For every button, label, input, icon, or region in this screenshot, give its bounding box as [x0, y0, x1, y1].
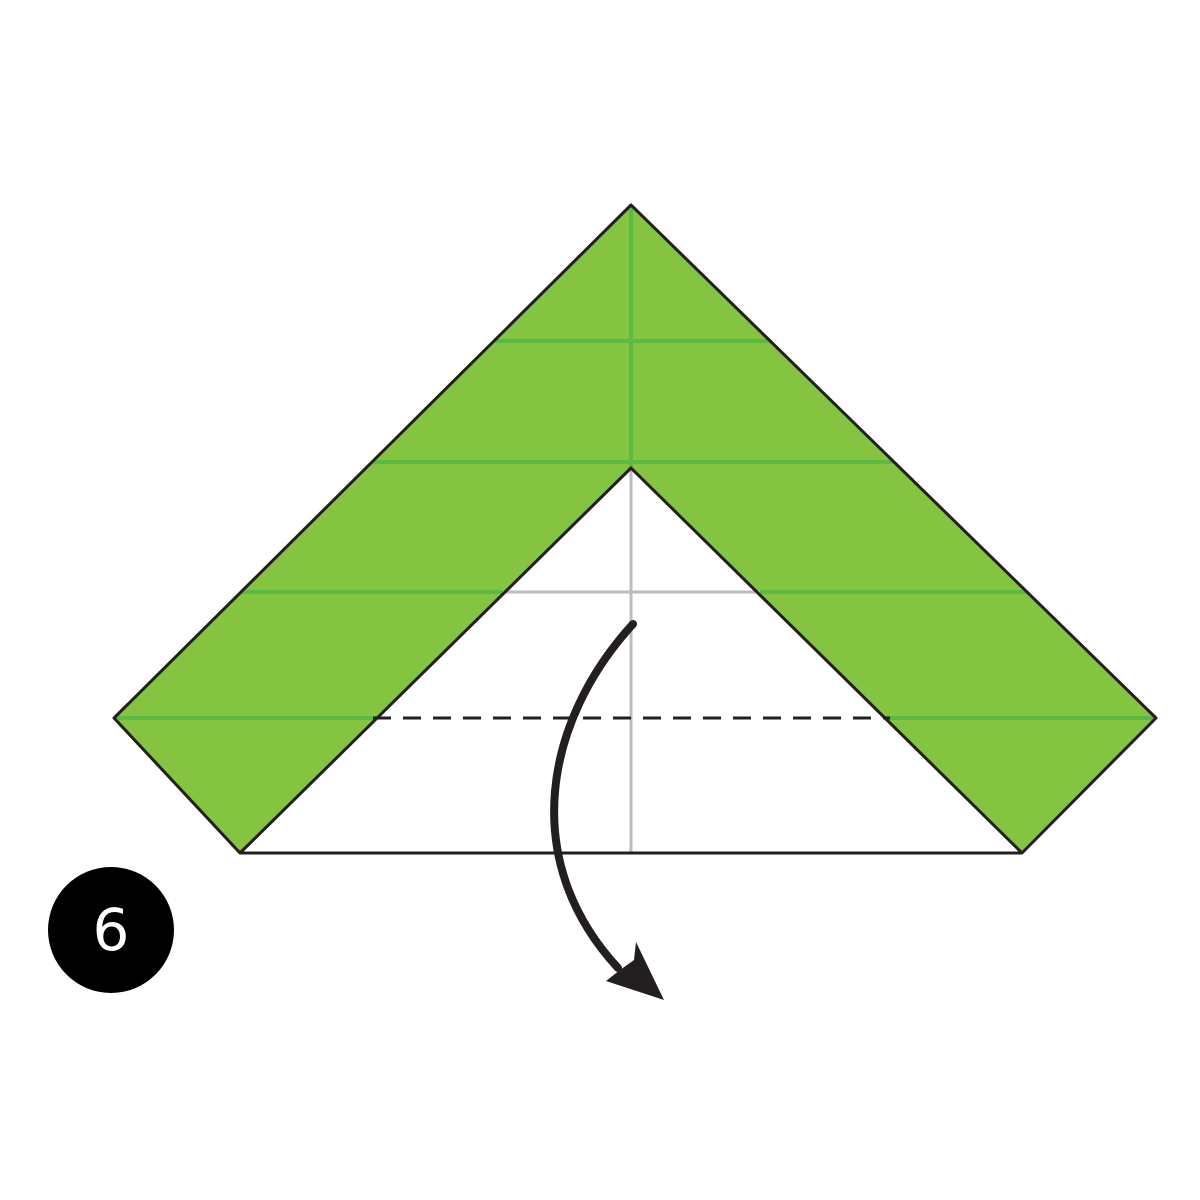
paper-outline — [112, 203, 1158, 855]
curved-arrow-down-icon — [550, 620, 664, 1000]
white-crease-lines — [503, 468, 760, 853]
green-paper-band — [114, 205, 1156, 853]
step-number-label: 6 — [92, 896, 130, 964]
outer-edge — [112, 203, 1158, 855]
step-number-badge: 6 — [48, 867, 174, 993]
inner-edge — [238, 466, 1024, 855]
